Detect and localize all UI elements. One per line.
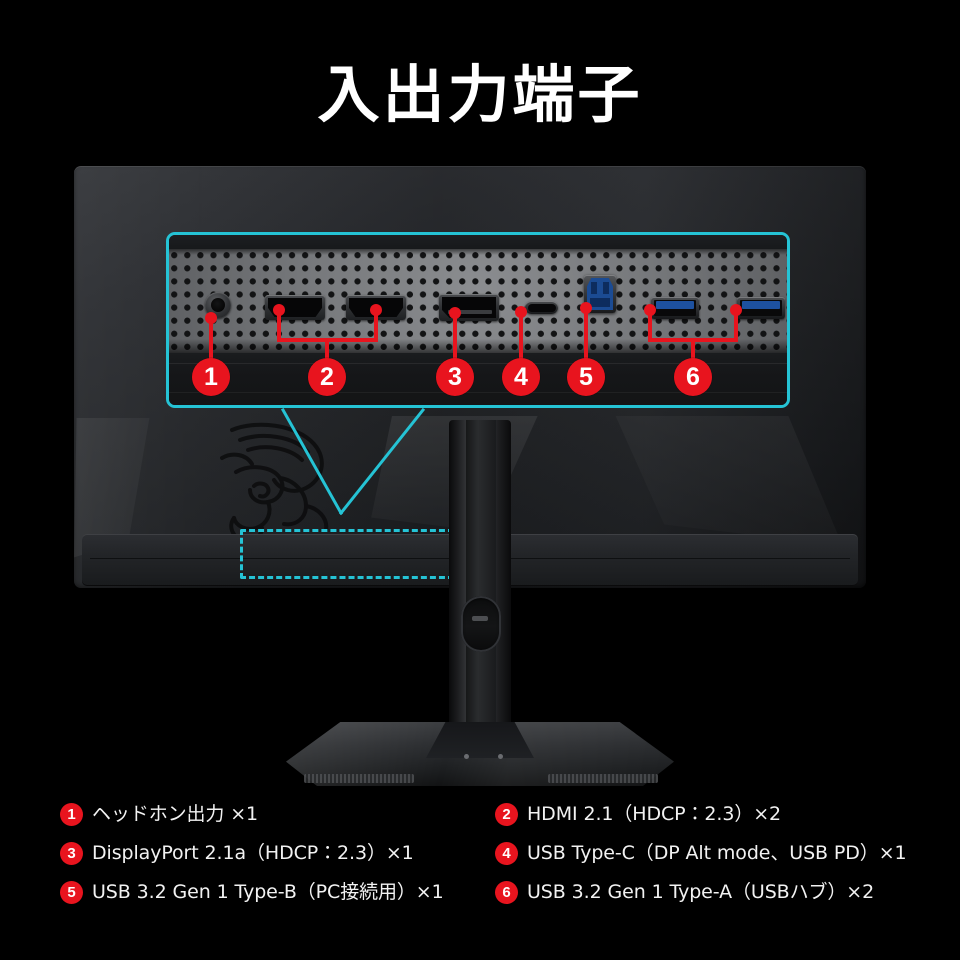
callout-badge-3[interactable]: 3	[436, 358, 474, 396]
stand-base-foot-pad-left	[304, 774, 414, 783]
legend-item-1: 1 ヘッドホン出力 ×1	[60, 797, 258, 831]
cable-management-hole	[461, 596, 501, 652]
legend-label-2: HDMI 2.1（HDCP：2.3）×2	[527, 802, 782, 825]
displayport-contact-bar	[448, 310, 492, 314]
monitor-stand-base	[286, 722, 674, 786]
legend-item-2: 2 HDMI 2.1（HDCP：2.3）×2	[495, 797, 781, 831]
legend-badge-1: 1	[60, 802, 83, 826]
headphone-jack-icon	[205, 292, 231, 318]
callout-badge-4[interactable]: 4	[502, 358, 540, 396]
legend-label-4: USB Type-C（DP Alt mode、USB PD）×1	[527, 841, 907, 864]
usb-type-b-icon	[584, 275, 616, 313]
headphone-jack-hole	[211, 298, 225, 312]
usb-type-b-tongue	[590, 298, 610, 307]
inset-seam-2	[169, 392, 787, 393]
hdmi-port-1	[265, 295, 325, 320]
zoom-source-region	[240, 529, 454, 579]
hdmi-slot	[268, 298, 322, 317]
stand-base-foot-pad-right	[548, 774, 658, 783]
legend-item-5: 5 USB 3.2 Gen 1 Type-B（PC接続用）×1	[60, 875, 444, 909]
usb-type-a-icon	[651, 297, 699, 319]
legend-label-1: ヘッドホン出力 ×1	[92, 802, 259, 825]
plate-top-shadow	[169, 249, 787, 255]
usb-type-a-tongue	[742, 301, 780, 309]
stand-base-notch	[426, 722, 534, 758]
hdmi-port-icon	[265, 295, 325, 320]
legend-item-4: 4 USB Type-C（DP Alt mode、USB PD）×1	[495, 836, 907, 870]
legend: 1 ヘッドホン出力 ×1 3 DisplayPort 2.1a（HDCP：2.3…	[0, 795, 960, 915]
displayport-icon	[439, 294, 499, 321]
stand-base-screw	[464, 754, 469, 759]
usb-type-a-tongue	[656, 301, 694, 309]
legend-badge-4: 4	[495, 841, 518, 865]
usb-type-c-slot	[527, 303, 556, 312]
callout-badge-1[interactable]: 1	[192, 358, 230, 396]
callout-badge-2[interactable]: 2	[308, 358, 346, 396]
usb-type-b-tooth	[591, 282, 597, 294]
stand-base-screw	[498, 754, 503, 759]
hdmi-port-icon	[346, 295, 406, 320]
usb-type-b-slot	[587, 278, 613, 310]
legend-item-6: 6 USB 3.2 Gen 1 Type-A（USBハブ）×2	[495, 875, 874, 909]
legend-label-3: DisplayPort 2.1a（HDCP：2.3）×1	[92, 841, 414, 864]
legend-label-5: USB 3.2 Gen 1 Type-B（PC接続用）×1	[92, 880, 444, 903]
legend-label-6: USB 3.2 Gen 1 Type-A（USBハブ）×2	[527, 880, 875, 903]
plate-bottom-shadow	[169, 339, 787, 353]
legend-item-3: 3 DisplayPort 2.1a（HDCP：2.3）×1	[60, 836, 414, 870]
page-title: 入出力端子	[317, 58, 643, 131]
usb-type-c-port	[525, 301, 558, 314]
inset-seam-1	[169, 363, 787, 364]
legend-badge-5: 5	[60, 880, 83, 904]
hdmi-slot	[349, 298, 403, 317]
usb-type-b-port	[584, 275, 616, 313]
monitor-stand-neck-front	[466, 420, 496, 746]
displayport-slot	[442, 297, 496, 318]
usb-type-c-icon	[525, 301, 558, 314]
legend-badge-2: 2	[495, 802, 518, 826]
headphone-jack-port	[205, 292, 231, 318]
usb-type-b-tooth	[603, 282, 609, 294]
inset-top-strip	[169, 235, 787, 249]
usb-type-a-port-2	[737, 297, 785, 319]
cable-hole-slit	[472, 616, 488, 621]
legend-badge-3: 3	[60, 841, 83, 865]
usb-type-a-icon	[737, 297, 785, 319]
callout-badge-5[interactable]: 5	[567, 358, 605, 396]
usb-type-a-slot	[654, 300, 696, 316]
displayport-port	[439, 294, 499, 321]
hdmi-port-2	[346, 295, 406, 320]
callout-badge-6[interactable]: 6	[674, 358, 712, 396]
usb-type-a-slot	[740, 300, 782, 316]
legend-badge-6: 6	[495, 880, 518, 904]
usb-type-a-port-1	[651, 297, 699, 319]
